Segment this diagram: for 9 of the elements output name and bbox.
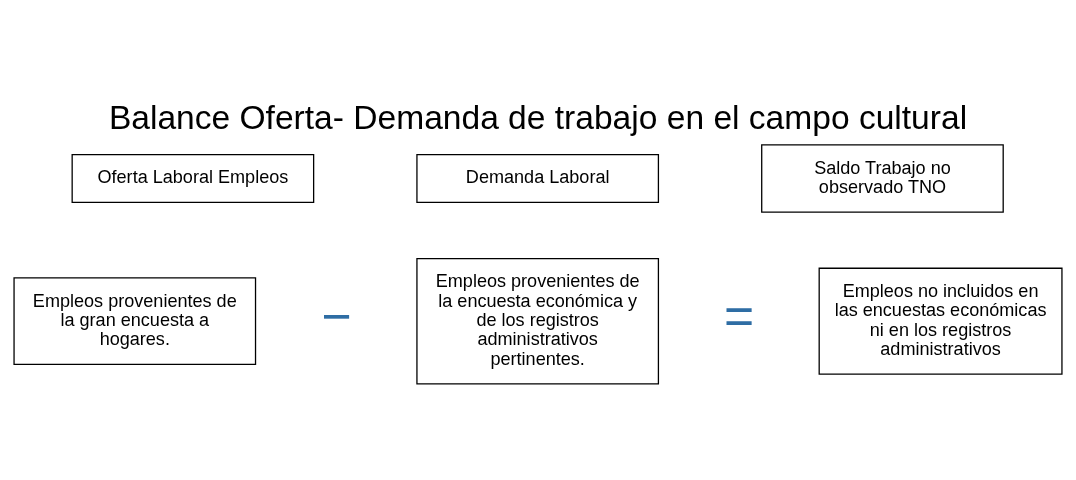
- diagram-title: Balance Oferta- Demanda de trabajo en el campo cultural: [108, 98, 968, 136]
- node-box: Saldo Trabajo no observado TNO: [761, 143, 1004, 213]
- node-box: Empleos no incluidos en las encuestas económicas ni en los registros administrativos: [818, 267, 1063, 375]
- node-box: Demanda Laboral: [416, 153, 660, 203]
- label: −: [321, 286, 352, 345]
- node-box: Empleos provenientes de la encuesta económica y de los registros administrativos pertinentes.: [416, 257, 660, 384]
- label: =: [724, 286, 755, 345]
- node-box: Oferta Laboral Empleos: [71, 153, 315, 203]
- node-box: Empleos provenientes de la gran encuesta a hogares.: [13, 276, 257, 365]
